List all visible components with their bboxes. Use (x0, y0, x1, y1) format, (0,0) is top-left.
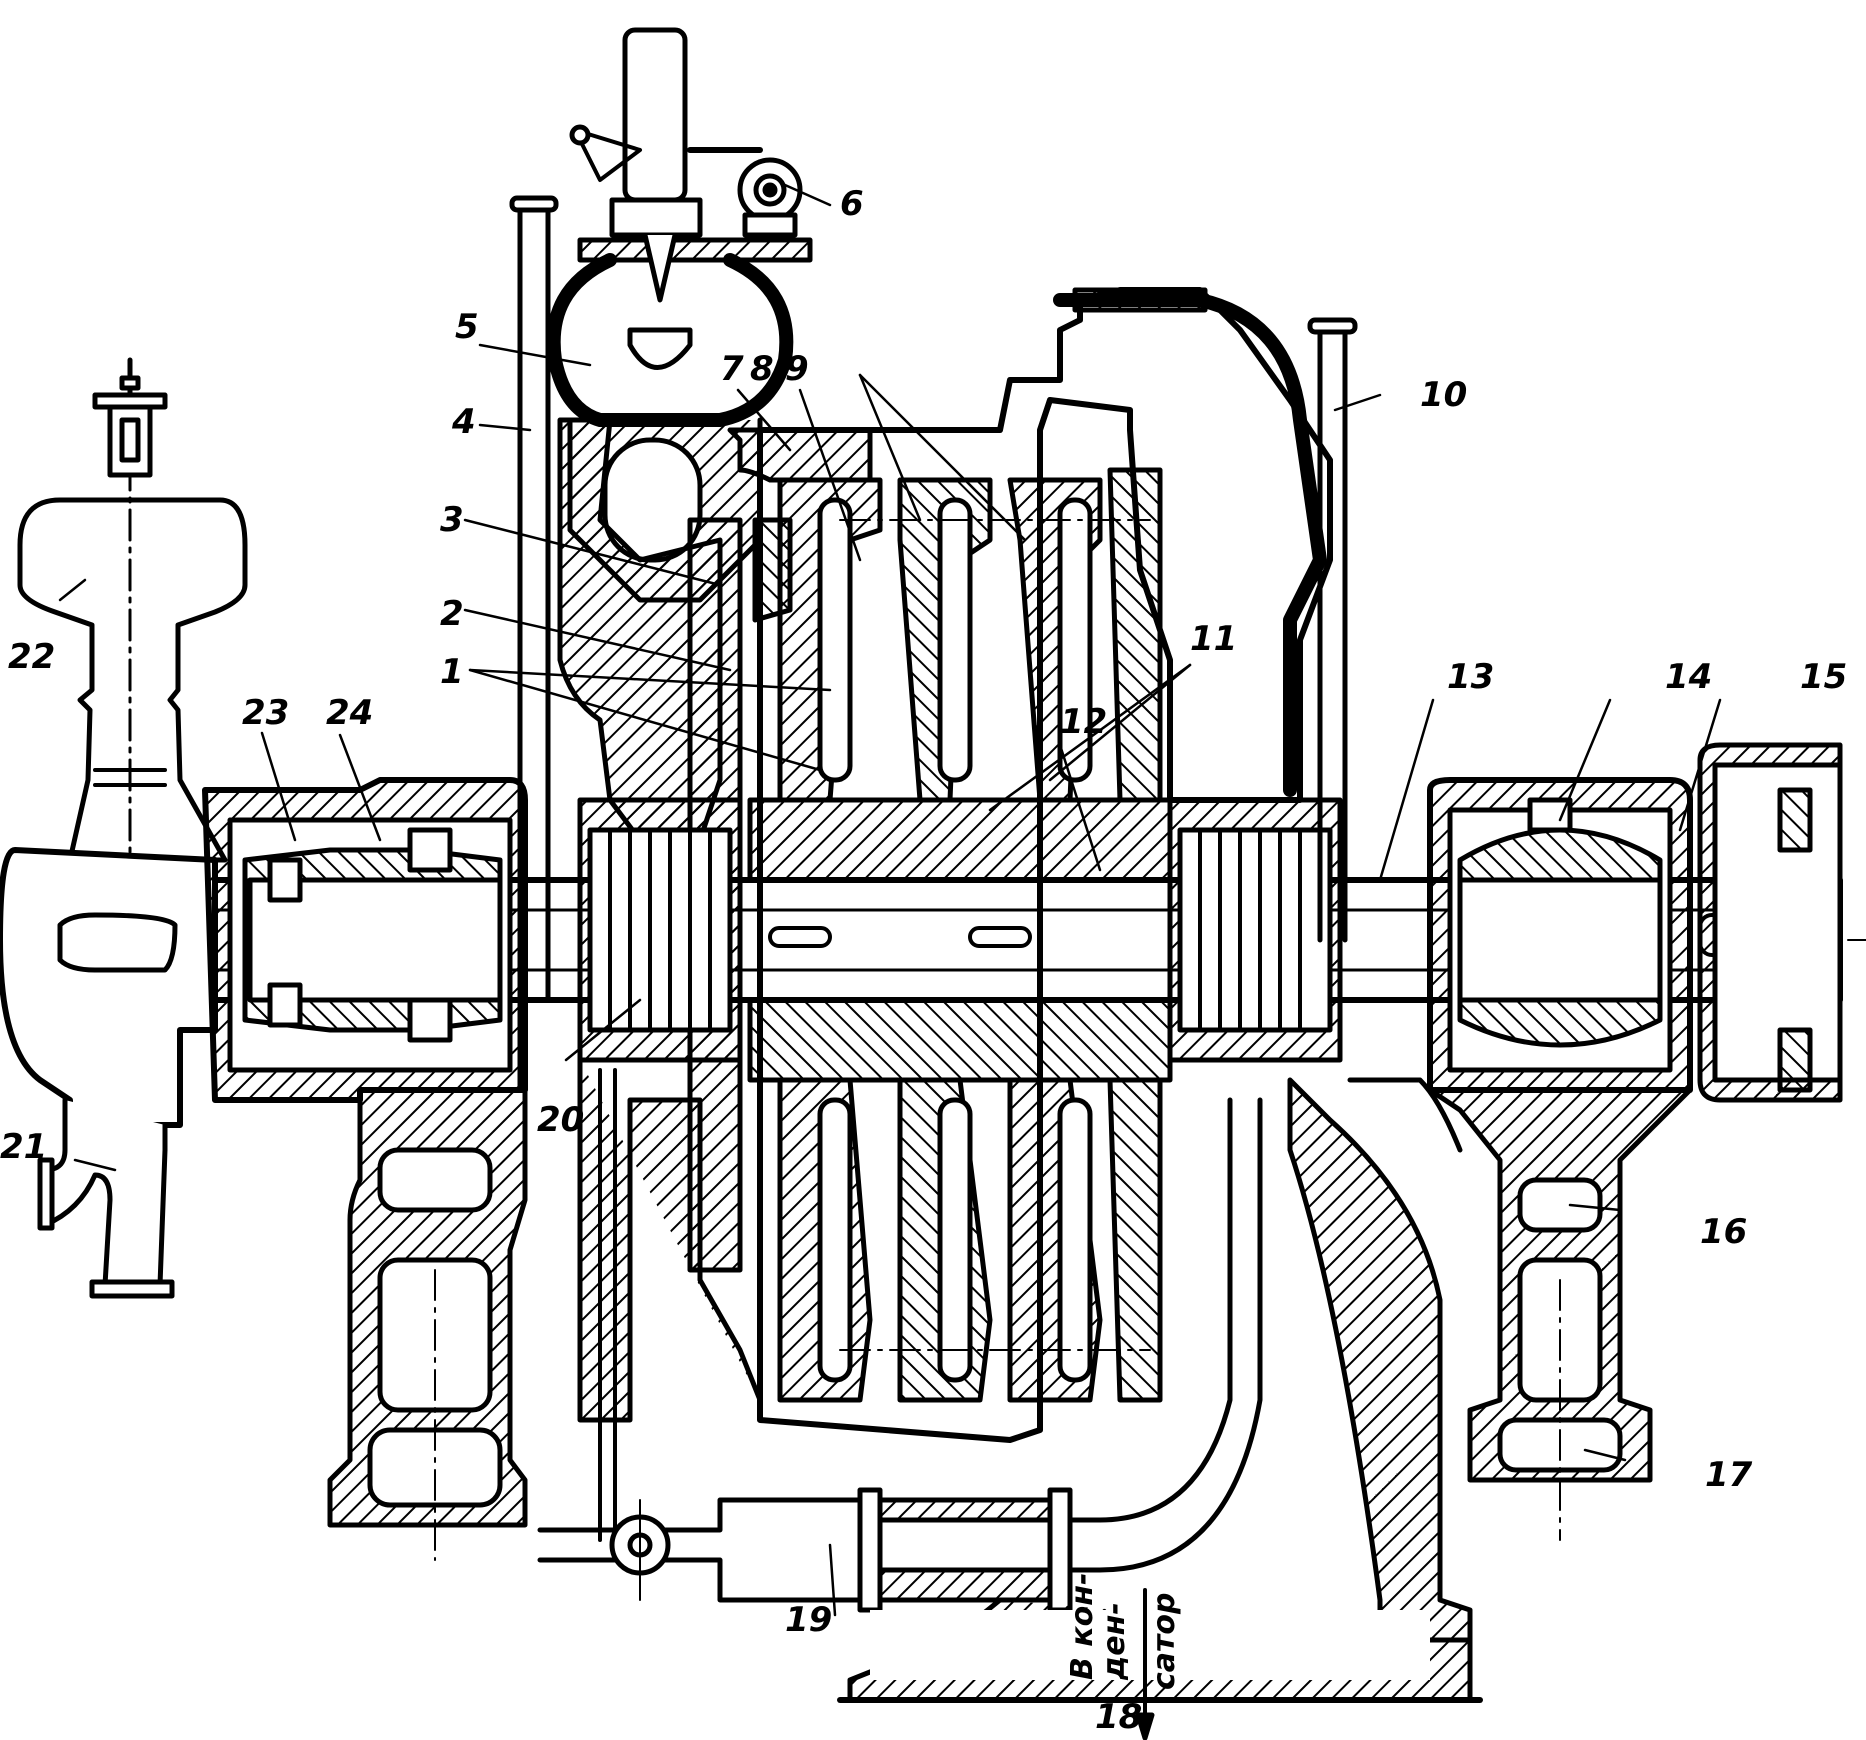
part-label-10: 10 (1420, 375, 1468, 415)
part-label-3: 3 (440, 500, 464, 540)
part-label-4: 4 (452, 402, 476, 442)
part-label-18: 18 (1095, 1697, 1143, 1737)
part-label-24: 24 (326, 693, 374, 733)
part-label-8: 8 (750, 349, 774, 389)
part-label-2: 2 (440, 594, 464, 634)
part-label-9: 9 (785, 349, 809, 389)
oil-pump-body (0, 847, 218, 1128)
annotation-line-2: ден- (1097, 1602, 1132, 1680)
valve-chest (577, 237, 813, 263)
nozzle-casing (557, 417, 723, 843)
part-label-12: 12 (1060, 702, 1108, 742)
part-label-16: 16 (1700, 1212, 1748, 1252)
part-label-6: 6 (840, 184, 864, 224)
part-label-17: 17 (1705, 1455, 1753, 1495)
exhaust-hood (1287, 1077, 1473, 1643)
part-label-15: 15 (1800, 657, 1848, 697)
part-label-14: 14 (1665, 657, 1713, 697)
part-label-19: 19 (785, 1600, 833, 1640)
annotation-line-1: В кон- (1065, 1572, 1100, 1680)
part-label-21: 21 (0, 1127, 48, 1167)
part-label-20: 20 (537, 1100, 585, 1140)
part-label-1: 1 (440, 652, 464, 692)
part-label-23: 23 (242, 693, 290, 733)
part-label-7: 7 (720, 349, 744, 389)
part-label-22: 22 (8, 637, 56, 677)
part-label-5: 5 (455, 307, 479, 347)
pipe-10 (1317, 327, 1348, 943)
rotor-disks (747, 467, 1173, 1403)
part-label-13: 13 (1447, 657, 1495, 697)
governor-housing (17, 497, 248, 863)
annotation-line-3: сатор (1147, 1592, 1182, 1691)
part-label-11: 11 (1190, 619, 1238, 659)
